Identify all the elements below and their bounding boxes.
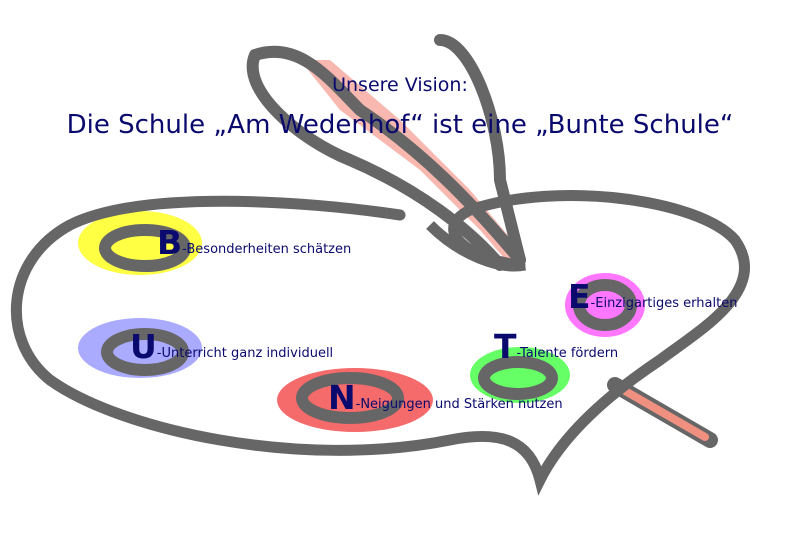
item-text: -Talente fördern [516, 346, 619, 361]
item-n: N -Neigungen und Stärken nutzen [328, 381, 563, 414]
item-text: -Unterricht ganz individuell [156, 346, 334, 361]
paint-well-yellow [99, 224, 191, 272]
paint-well-green [478, 356, 558, 400]
vision-heading: Unsere Vision: [332, 74, 468, 96]
item-letter: T [494, 327, 517, 366]
palette-thumb-hole [426, 221, 527, 272]
item-letter: U [130, 327, 157, 366]
item-text: -Besonderheiten schätzen [182, 242, 352, 257]
item-e: E -Einzigartiges erhalten [568, 280, 737, 313]
paint-well-pink [573, 279, 637, 331]
item-text: -Einzigartiges erhalten [590, 296, 738, 311]
item-b: B -Besonderheiten schätzen [157, 226, 351, 259]
paint-well-red [296, 372, 404, 424]
item-letter: E [568, 277, 591, 316]
brush-tip [434, 34, 526, 266]
palette-outline [10, 190, 750, 496]
item-text: -Neigungen und Stärken nutzen [355, 397, 563, 412]
paint-well-blue [101, 328, 189, 376]
item-u: U -Unterricht ganz individuell [130, 330, 333, 363]
item-letter: B [157, 223, 183, 262]
item-letter: N [328, 378, 356, 417]
vision-statement: Die Schule „Am Wedenhof“ ist eine „Bunte… [66, 110, 734, 140]
palette-stick-fill [616, 384, 709, 441]
item-t: T -Talente fördern [494, 330, 618, 363]
